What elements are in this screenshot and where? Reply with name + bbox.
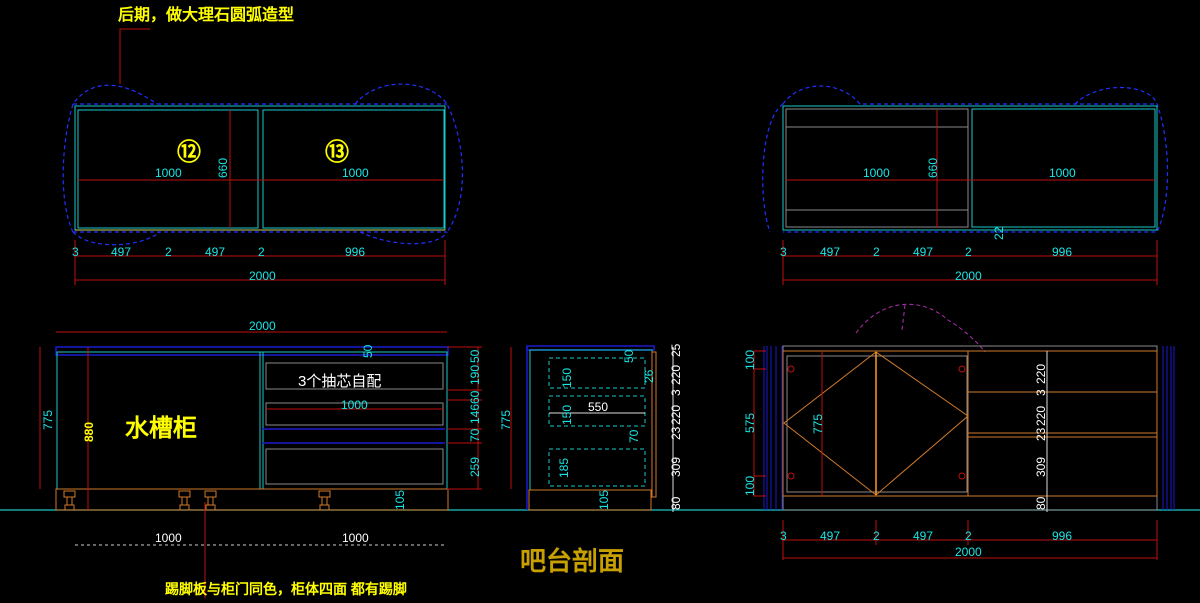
dim: 1000 bbox=[342, 166, 369, 180]
dim: 146 bbox=[468, 404, 482, 424]
dim: 1000 bbox=[155, 531, 182, 545]
dim: 775 bbox=[499, 410, 513, 430]
dim: 1000 bbox=[1049, 166, 1076, 180]
dim: 3 bbox=[1034, 389, 1048, 396]
dim: 775 bbox=[811, 414, 825, 434]
dim: 190 bbox=[468, 365, 482, 385]
dim: 105 bbox=[393, 490, 407, 510]
leader-top bbox=[119, 28, 150, 84]
dim: 2 bbox=[258, 245, 265, 259]
dim: 660 bbox=[926, 158, 940, 178]
tag-13: ⑬ bbox=[325, 138, 349, 166]
note-bottom: 踢脚板与柜门同色，柜体四面 都有踢脚 bbox=[165, 581, 407, 597]
dim: 3 bbox=[780, 245, 787, 259]
dim: 259 bbox=[468, 457, 482, 477]
dim: 497 bbox=[913, 245, 933, 259]
dim: 2 bbox=[965, 245, 972, 259]
dim: 2000 bbox=[955, 545, 982, 559]
dim: 1000 bbox=[342, 531, 369, 545]
dim: 105 bbox=[597, 490, 611, 510]
dim: 575 bbox=[743, 413, 757, 433]
dim: 1000 bbox=[863, 166, 890, 180]
dim: 1000 bbox=[341, 398, 368, 412]
dim: 100 bbox=[743, 476, 757, 496]
dim: 2 bbox=[873, 529, 880, 543]
dim: 80 bbox=[669, 496, 683, 510]
dim: 2 bbox=[965, 529, 972, 543]
dim: 996 bbox=[1052, 529, 1072, 543]
dim: 497 bbox=[913, 529, 933, 543]
dim: 23 bbox=[669, 426, 683, 440]
dim: 220 bbox=[669, 365, 683, 385]
tag-12: ⑫ bbox=[177, 138, 201, 166]
dim: 100 bbox=[743, 350, 757, 370]
label-sink-cabinet: 水槽柜 bbox=[125, 415, 197, 442]
dim: 497 bbox=[111, 245, 131, 259]
front-elevation: 2000 775 880 水槽柜 3个抽芯自配 1000 50 50 190 6… bbox=[39, 319, 482, 598]
dim: 50 bbox=[468, 349, 482, 363]
dim: 70 bbox=[468, 428, 482, 442]
dim: 2000 bbox=[249, 319, 276, 333]
plan-left: ⑫ ⑬ 1000 1000 660 3 497 2 497 2 996 2000 bbox=[62, 83, 463, 285]
dim: 2 bbox=[873, 245, 880, 259]
label-drawers: 3个抽芯自配 bbox=[298, 373, 381, 390]
dim: 2000 bbox=[249, 269, 276, 283]
dim: 996 bbox=[1052, 245, 1072, 259]
dim: 185 bbox=[557, 458, 571, 478]
dim: 497 bbox=[820, 529, 840, 543]
dim: 150 bbox=[560, 405, 574, 425]
dim: 660 bbox=[216, 158, 230, 178]
dim: 80 bbox=[1034, 496, 1048, 510]
dim: 25 bbox=[669, 343, 683, 357]
dim: 150 bbox=[560, 368, 574, 388]
drawing-title: 吧台剖面 bbox=[520, 546, 624, 576]
note-top: 后期，做大理石圆弧造型 bbox=[118, 5, 294, 24]
dim: 220 bbox=[1034, 406, 1048, 426]
dim: 50 bbox=[622, 349, 636, 363]
dim: 2 bbox=[165, 245, 172, 259]
dim: 22 bbox=[992, 226, 1006, 240]
dim: 26 bbox=[642, 369, 656, 383]
dim: 309 bbox=[669, 457, 683, 477]
dim: 60 bbox=[468, 390, 482, 404]
dim: 220 bbox=[1034, 364, 1048, 384]
plan-right: 1000 1000 660 22 3 497 2 497 2 996 2000 bbox=[762, 85, 1169, 285]
dim: 23 bbox=[1034, 427, 1048, 441]
dim: 1000 bbox=[155, 166, 182, 180]
dim: 3 bbox=[780, 529, 787, 543]
dim: 497 bbox=[205, 245, 225, 259]
diamond-brace bbox=[783, 351, 969, 496]
dim: 3 bbox=[669, 389, 683, 396]
back-elevation: 775 100 575 100 220 3 220 23 309 80 3 49… bbox=[743, 303, 1175, 560]
dim: 3 bbox=[72, 245, 79, 259]
dim: 50 bbox=[361, 344, 375, 358]
dim: 70 bbox=[627, 429, 641, 443]
dim: 497 bbox=[820, 245, 840, 259]
dim: 996 bbox=[345, 245, 365, 259]
dim: 880 bbox=[82, 422, 96, 442]
dim: 775 bbox=[41, 410, 55, 430]
dim: 550 bbox=[588, 400, 608, 414]
dim: 220 bbox=[669, 405, 683, 425]
side-section: 775 150 150 185 550 50 26 70 105 25 220 … bbox=[499, 343, 683, 512]
dim: 309 bbox=[1034, 457, 1048, 477]
dim: 2000 bbox=[955, 269, 982, 283]
